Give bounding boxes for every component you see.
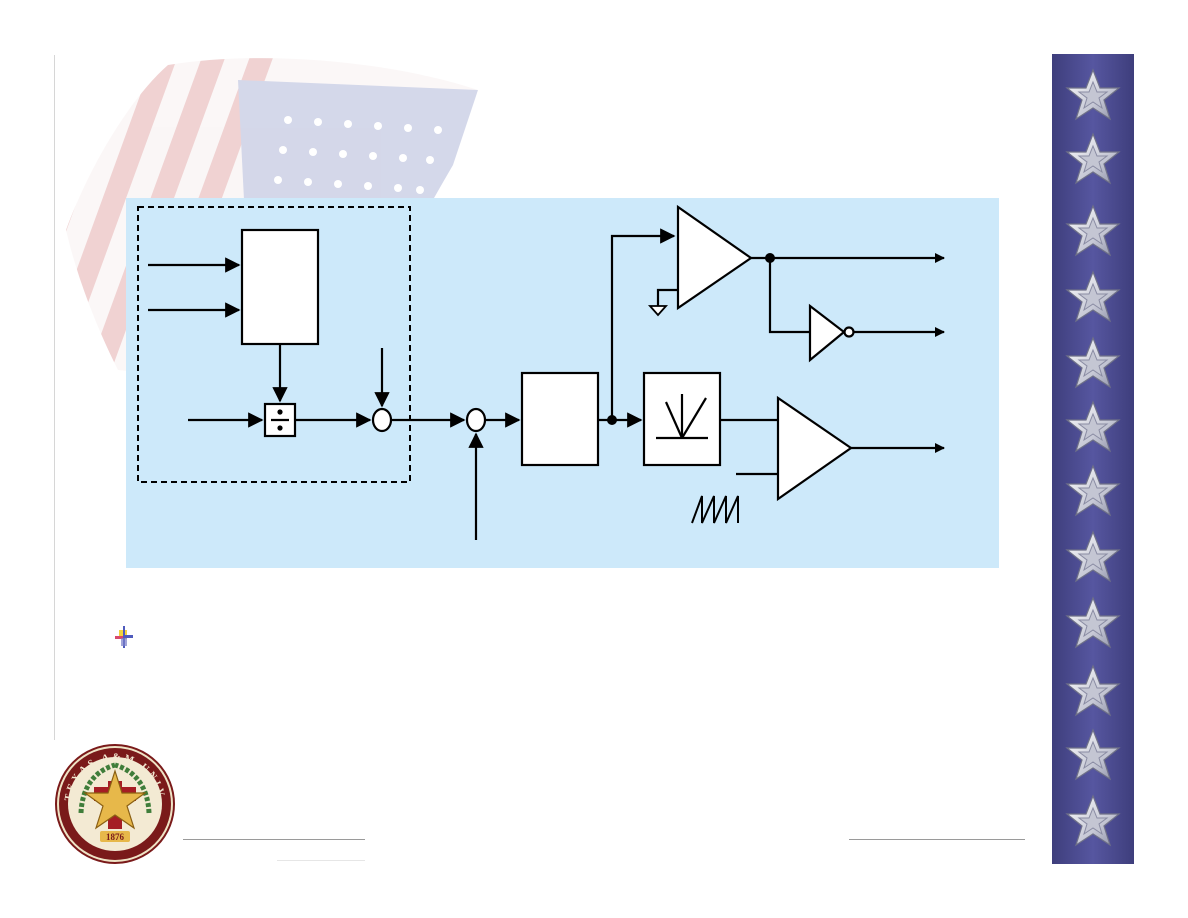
dashed-group-box	[137, 206, 411, 483]
decorative-star-icon	[1066, 729, 1120, 780]
block-diagram	[126, 198, 999, 568]
ramp-ray-right	[681, 397, 707, 439]
decorative-star-icon	[1066, 69, 1120, 120]
bullet-icon	[115, 626, 133, 648]
branch-to-inverter	[768, 258, 810, 334]
decorative-star-icon	[1066, 531, 1120, 582]
comparator-1-ground-line	[656, 288, 678, 306]
decorative-star-icon	[1066, 337, 1120, 388]
decorative-star-icon	[1066, 795, 1120, 846]
svg-text:1876: 1876	[106, 832, 125, 842]
block-upper-left	[240, 228, 320, 346]
footer-rule-right	[849, 839, 1025, 840]
decorative-star-icon	[1066, 271, 1120, 322]
decorative-star-icon	[1066, 465, 1120, 516]
sawtooth-icon	[691, 495, 739, 524]
decorative-star-icon	[1066, 133, 1120, 184]
block-middle	[520, 371, 600, 467]
branch-to-comparator-1	[610, 228, 676, 420]
divider-dot-top	[277, 409, 283, 415]
comparator-2	[776, 395, 853, 502]
star-sidebar	[1052, 54, 1134, 864]
ramp-ray-left	[664, 401, 684, 439]
decorative-star-icon	[1066, 205, 1120, 256]
footer-rule-left-faint	[277, 860, 365, 861]
footer-rule-left	[183, 839, 365, 840]
decorative-star-icon	[1066, 401, 1120, 452]
decorative-star-icon	[1066, 665, 1120, 716]
summing-node-1	[371, 407, 393, 433]
decorative-star-icon	[1066, 597, 1120, 648]
ground-icon	[647, 305, 669, 317]
summing-node-2	[465, 407, 487, 433]
left-margin-rule	[54, 55, 55, 740]
divider-dot-bottom	[277, 425, 283, 431]
university-seal-logo: TEXAS A&M UNIVERSITY 1876	[54, 743, 175, 864]
inverter-bubble	[843, 326, 855, 338]
comparator-1	[676, 204, 753, 311]
inverter	[808, 303, 846, 363]
